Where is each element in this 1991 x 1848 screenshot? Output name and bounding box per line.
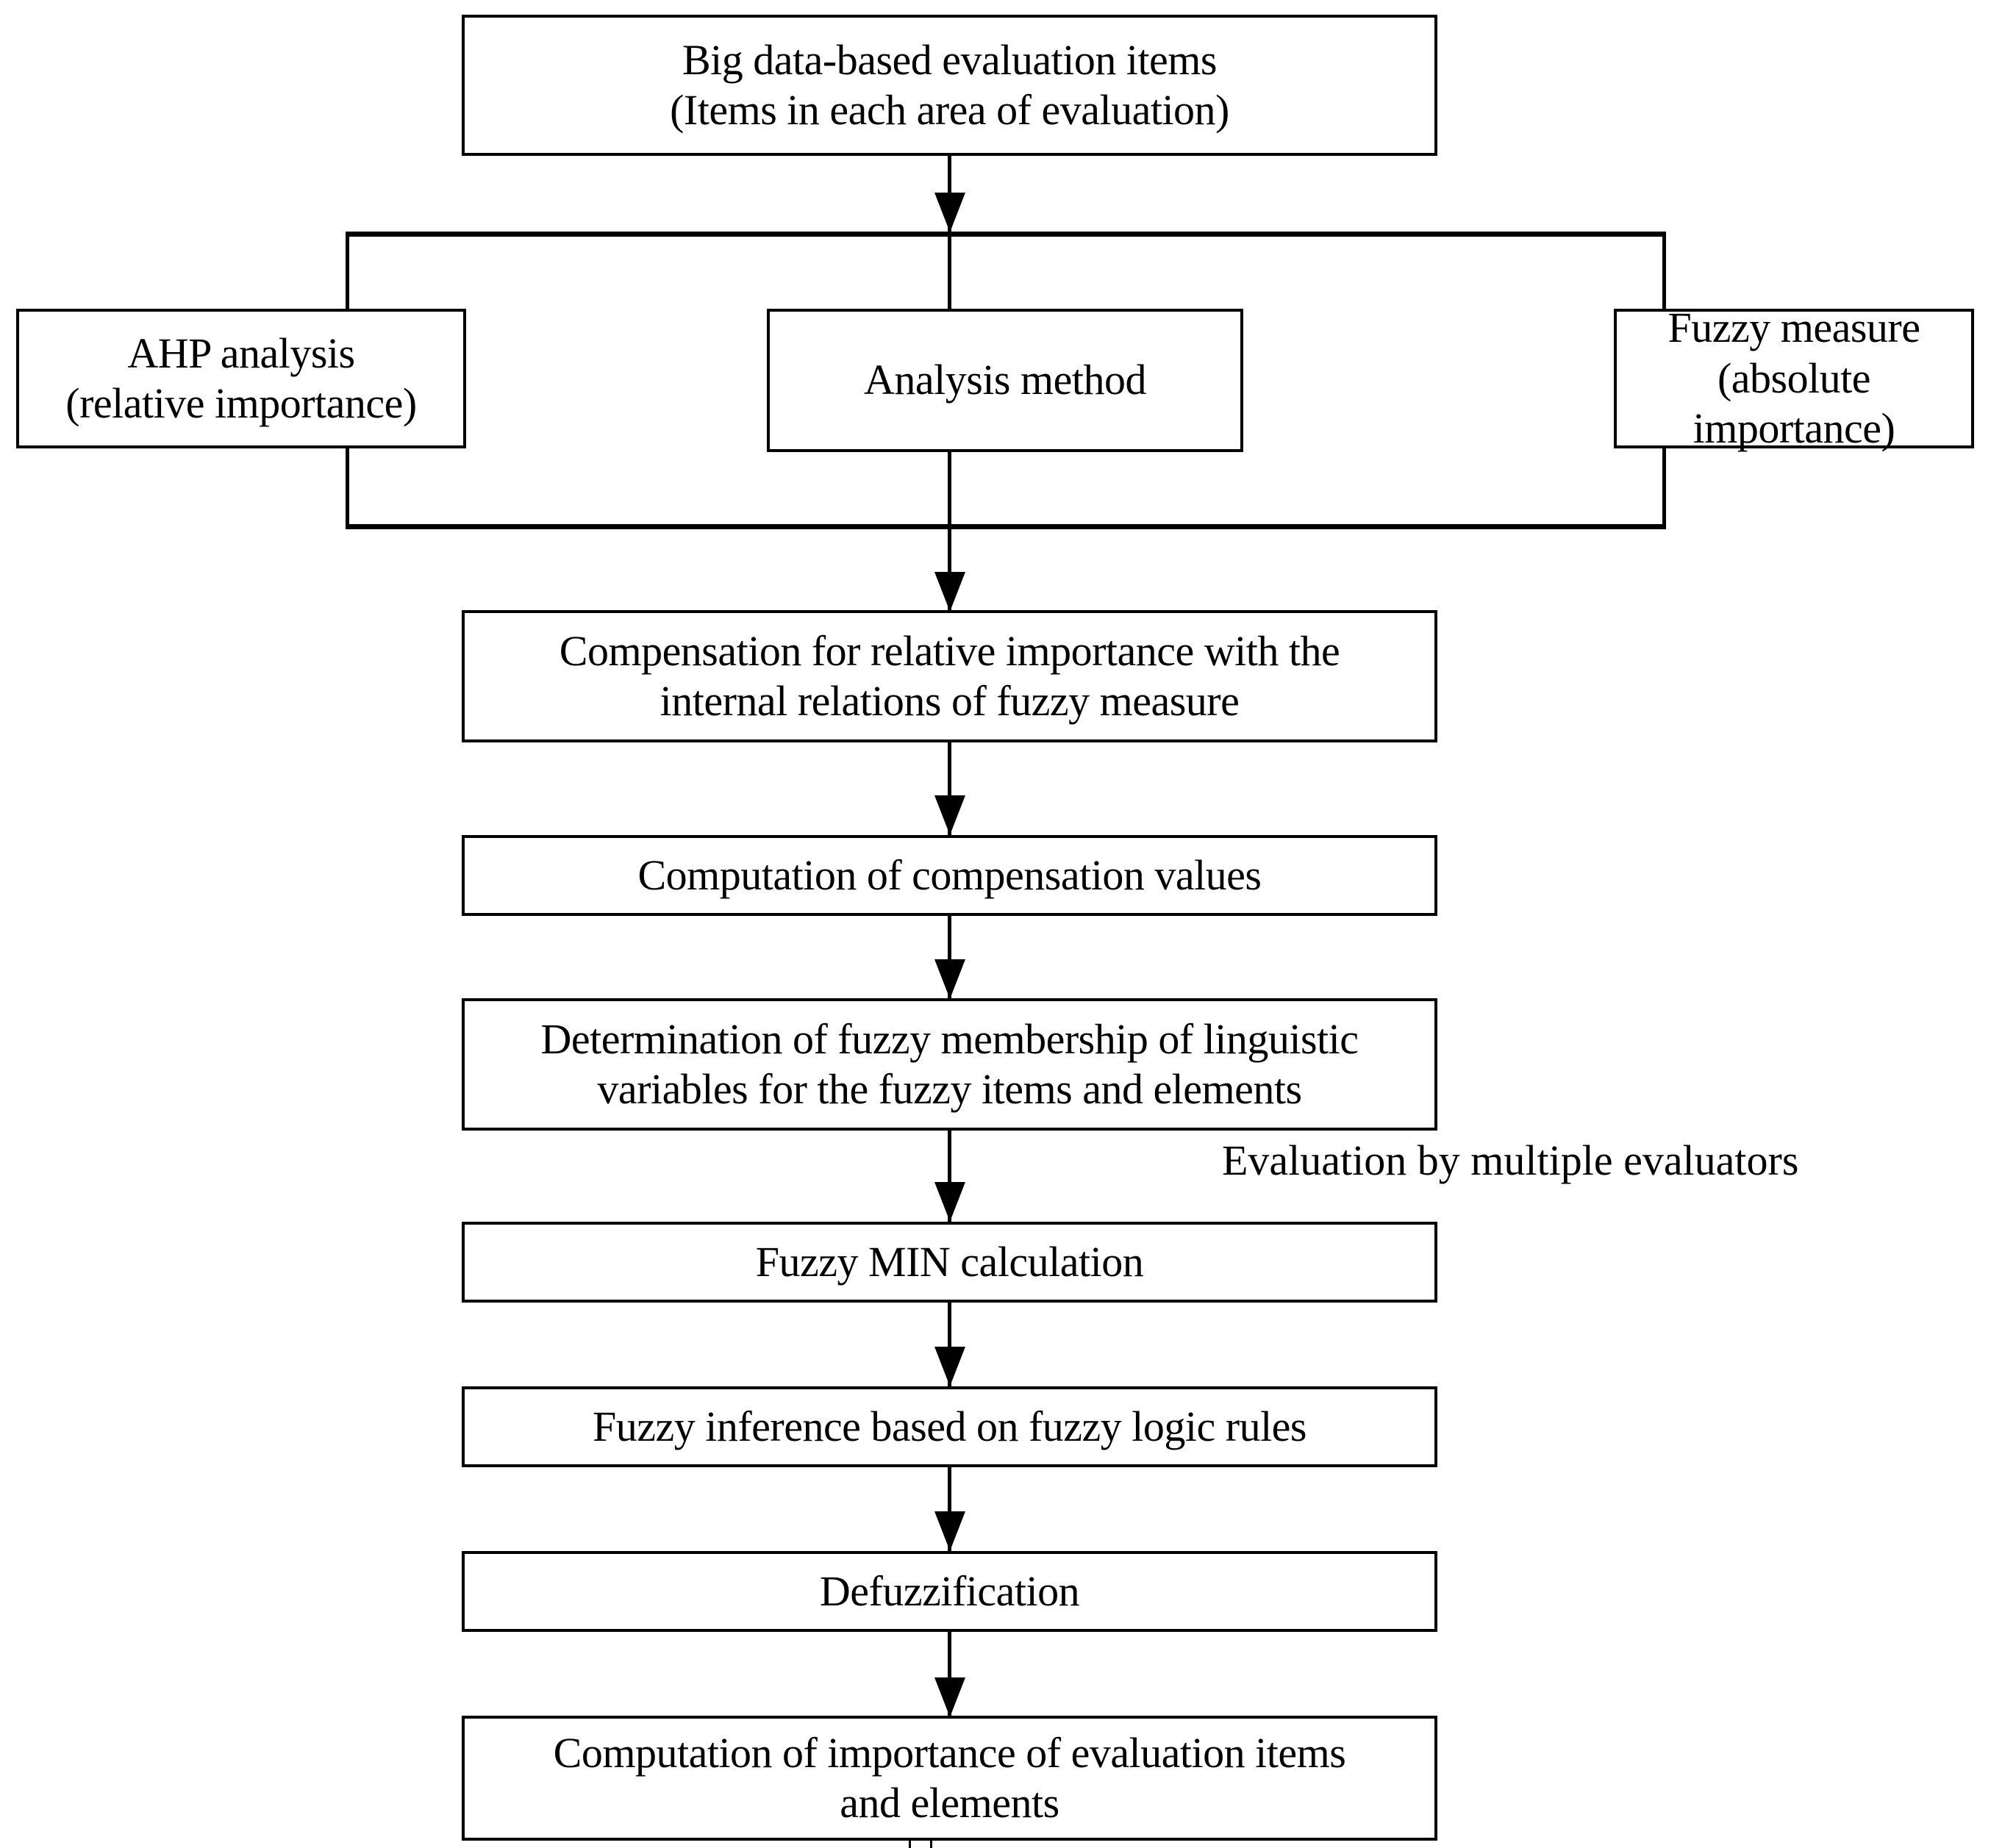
node-compensation-relative-importance: Compensation for relative importance wit… [462,610,1437,742]
node-fuzzy-inference: Fuzzy inference based on fuzzy logic rul… [462,1386,1437,1467]
side-note-label: Evaluation by multiple evaluators [1222,1136,1799,1184]
node-label: Big data-based evaluation items (Items i… [670,35,1229,134]
connector-n9-to-n10 [948,1467,951,1552]
connector-n8-to-n9 [948,1303,951,1388]
arrowhead-bracket-to-n5 [934,572,965,612]
node-ahp-analysis: AHP analysis (relative importance) [16,309,466,448]
node-fuzzy-measure: Fuzzy measure (absolute importance) [1614,304,1974,452]
connector-bracket-to-n5 [948,524,951,611]
bracket-top-bar [346,232,1666,237]
node-analysis-method: Analysis method [767,309,1243,452]
connector-n5-to-n6 [948,742,951,837]
node-label: Computation of compensation values [637,850,1262,899]
arrowhead-n8-to-n9 [934,1347,965,1386]
node-determination-fuzzy-membership: Determination of fuzzy membership of lin… [462,998,1437,1131]
connector-n7-to-n8 [948,1131,951,1223]
node-computation-compensation-values: Computation of compensation values [462,835,1437,916]
bracket-right-drop [1662,232,1666,311]
connector-n10-to-n11 [948,1632,951,1719]
node-fuzzy-min-calculation: Fuzzy MIN calculation [462,1222,1437,1303]
node-label: Determination of fuzzy membership of lin… [540,1014,1359,1113]
arrowhead-n6-to-n7 [934,959,965,999]
bracket-center-rise [948,451,951,528]
arrowhead-n7-to-n8 [934,1182,965,1222]
bracket-bottom-bar [346,524,1666,529]
evaluation-by-multiple-evaluators-note: Evaluation by multiple evaluators [1222,1136,1798,1185]
bracket-left-rise [346,447,349,528]
arrowhead-n9-to-n10 [934,1511,965,1551]
bracket-right-rise [1662,447,1666,528]
node-big-data-evaluation-items: Big data-based evaluation items (Items i… [462,15,1437,156]
node-label: Fuzzy MIN calculation [755,1237,1144,1286]
node-label: AHP analysis (relative importance) [65,329,417,427]
arrowhead-n1-to-bracket [934,193,965,232]
node-label: Computation of importance of evaluation … [553,1728,1346,1827]
node-computation-importance: Computation of importance of evaluation … [462,1716,1437,1841]
connector-n6-to-n7 [948,916,951,1001]
arrowhead-n10-to-n11 [934,1677,965,1717]
bracket-center-drop [948,232,951,312]
arrowhead-n5-to-n6 [934,795,965,835]
node-label: Fuzzy inference based on fuzzy logic rul… [592,1402,1307,1450]
node-label: Compensation for relative importance wit… [559,626,1340,725]
node-label: Analysis method [864,356,1146,404]
node-defuzzification: Defuzzification [462,1551,1437,1632]
node-label: Defuzzification [819,1566,1080,1615]
node-label: Fuzzy measure (absolute importance) [1667,304,1920,453]
bracket-left-drop [346,232,349,311]
